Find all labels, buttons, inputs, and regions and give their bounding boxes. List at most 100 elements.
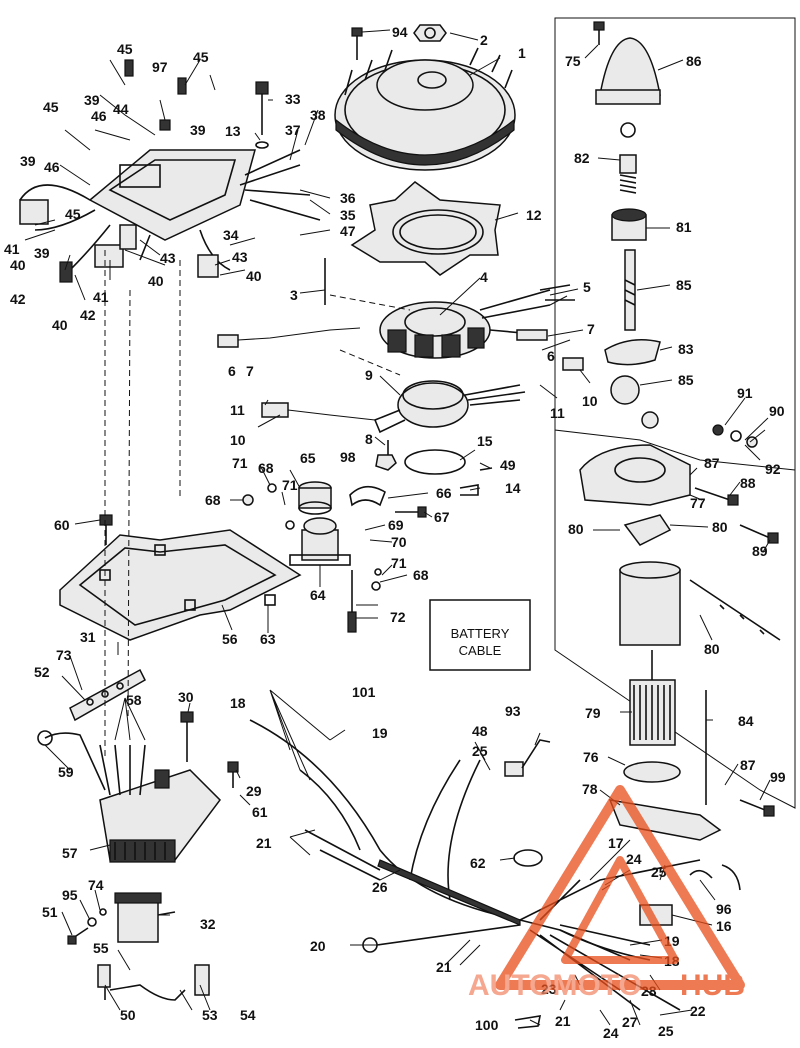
callout-74: 74	[88, 877, 104, 893]
callout-88: 88	[740, 475, 756, 491]
battery-label-line2: CABLE	[459, 643, 502, 658]
callout-16: 16	[716, 918, 732, 934]
callout-45d: 45	[65, 206, 81, 222]
clip-96	[689, 864, 741, 891]
callout-92: 92	[765, 461, 781, 477]
callout-21c: 21	[555, 1013, 571, 1029]
callout-32: 32	[200, 916, 216, 932]
connector-leads-left	[217, 327, 376, 421]
callout-60: 60	[54, 517, 70, 533]
callout-6a: 6	[228, 363, 236, 379]
callout-25c: 25	[658, 1023, 674, 1039]
callout-71b: 71	[282, 477, 298, 493]
callout-46a: 46	[91, 108, 107, 124]
wire-93	[521, 739, 551, 769]
callout-35: 35	[340, 207, 356, 223]
callout-42a: 42	[10, 291, 26, 307]
brush-set-80	[689, 579, 781, 641]
callout-42b: 42	[80, 307, 96, 323]
battery-label-line1: BATTERY	[451, 626, 510, 641]
callout-11b: 11	[550, 405, 565, 421]
callout-46b: 46	[44, 159, 60, 175]
callout-64: 64	[310, 587, 326, 603]
power-pack-bolt	[255, 81, 269, 135]
drive-assembly-82	[619, 122, 637, 194]
callout-84: 84	[738, 713, 754, 729]
callout-10b: 10	[582, 393, 598, 409]
callout-79: 79	[585, 705, 601, 721]
callout-44: 44	[113, 101, 129, 117]
callout-7b: 7	[587, 321, 595, 337]
callout-78: 78	[582, 781, 598, 797]
callout-85a: 85	[676, 277, 692, 293]
callout-71a: 71	[232, 455, 248, 471]
callout-3: 3	[290, 287, 298, 303]
callout-59: 59	[58, 764, 74, 780]
screw-75	[593, 21, 605, 45]
callout-8: 8	[365, 431, 373, 447]
callout-40d: 40	[246, 268, 262, 284]
pinion-81	[611, 208, 647, 241]
washer-13	[255, 141, 269, 149]
callout-11a: 11	[230, 402, 245, 418]
callout-51: 51	[42, 904, 58, 920]
screw-60	[99, 514, 113, 545]
bracket-66	[349, 485, 386, 507]
callout-96: 96	[716, 901, 732, 917]
callout-53: 53	[202, 1007, 218, 1023]
callout-99: 99	[770, 769, 786, 785]
washer-83	[604, 339, 661, 366]
nuts-90-92	[712, 424, 758, 448]
ignition-plate	[59, 529, 302, 641]
callout-73: 73	[56, 647, 72, 663]
ring-terminal-20	[362, 924, 521, 953]
alignment-lines	[104, 250, 411, 760]
callout-36: 36	[340, 190, 356, 206]
callout-31: 31	[80, 629, 96, 645]
callout-45a: 45	[117, 41, 133, 57]
callout-67: 67	[434, 509, 450, 525]
callout-26: 26	[372, 879, 388, 895]
starter-frame	[619, 561, 681, 646]
screw-29	[227, 761, 239, 788]
screw-49	[479, 467, 493, 471]
clip-63	[264, 594, 276, 606]
spark-plug-boot-54	[194, 964, 210, 996]
starter-end-cap	[579, 444, 691, 506]
callout-18a: 18	[230, 695, 246, 711]
callout-85b: 85	[678, 372, 694, 388]
callout-57: 57	[62, 845, 78, 861]
callout-56: 56	[222, 631, 238, 647]
clip-14	[459, 484, 479, 496]
callout-68a: 68	[258, 460, 274, 476]
stator	[379, 289, 551, 359]
callout-71c: 71	[391, 555, 407, 571]
spark-plug-leads	[104, 975, 186, 1001]
callout-2: 2	[480, 32, 488, 48]
callout-82: 82	[574, 150, 590, 166]
callout-24b: 24	[603, 1025, 619, 1041]
callout-76: 76	[583, 749, 599, 765]
callout-14: 14	[505, 480, 521, 496]
callout-61: 61	[252, 804, 268, 820]
callout-38: 38	[310, 107, 326, 123]
starter-section-outline	[554, 17, 796, 809]
connector-leads-right	[516, 284, 584, 371]
clip-100	[514, 1015, 542, 1029]
callout-94: 94	[392, 24, 408, 40]
harness-strand	[377, 859, 521, 926]
callout-29: 29	[246, 783, 262, 799]
callout-45c: 45	[43, 99, 59, 115]
rectifier-leads	[44, 732, 146, 796]
callout-15: 15	[477, 433, 493, 449]
callout-20: 20	[310, 938, 326, 954]
callout-83: 83	[678, 341, 694, 357]
callout-6b: 6	[547, 348, 555, 364]
callout-19a: 19	[372, 725, 388, 741]
callout-91: 91	[737, 385, 753, 401]
callout-9: 9	[365, 367, 373, 383]
callout-55: 55	[93, 940, 109, 956]
callout-48: 48	[472, 723, 488, 739]
retaining-ring	[404, 449, 466, 475]
